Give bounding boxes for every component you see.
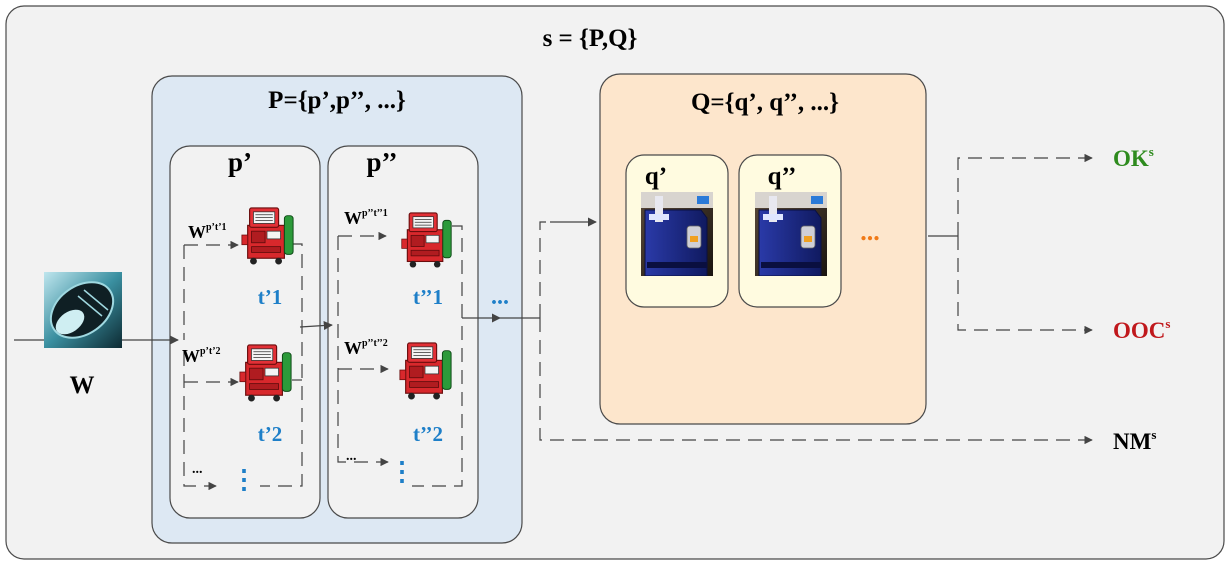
dashed-flow-lines (183, 153, 1093, 491)
output-ok: OKs (1113, 144, 1154, 171)
p-continuation-dots: ... (491, 284, 509, 310)
tool-label-2-1: t’’1 (413, 285, 443, 309)
more-wip-dots-1: ... (192, 462, 203, 477)
tool-label-2-2: t’’2 (413, 422, 443, 446)
stage-label-1: p’ (228, 147, 252, 177)
metrology-station-icon (755, 192, 827, 276)
output-ooc: OOCs (1113, 316, 1170, 343)
metrology-station-icon (641, 192, 713, 276)
more-tools-1: ⋮ (231, 465, 257, 494)
wip-label-2-2: Wp’’t’’2 (344, 338, 388, 358)
wip-label-2-1: Wp’’t’’1 (344, 208, 388, 228)
q-group-title: Q={q’, q’’, ...} (691, 89, 839, 116)
tool-label-1-2: t’2 (258, 422, 283, 446)
tool-label-1-1: t’1 (258, 285, 283, 309)
output-nm: NMs (1113, 427, 1156, 454)
wip-label-1-1: Wp’t’1 (188, 222, 227, 242)
stage-label-2: p’’ (367, 147, 398, 177)
p-group-title: P={p’,p’’, ...} (268, 87, 406, 114)
wafer-roll-icon (44, 272, 122, 348)
more-wip-dots-2: ... (346, 449, 357, 464)
outer-title: s = {P,Q} (543, 25, 638, 52)
station-label-2: q’’ (768, 163, 797, 190)
q-continuation-dots: ... (860, 217, 880, 246)
wip-label-1-2: Wp’t’2 (182, 346, 221, 366)
station-label-1: q’ (645, 163, 667, 190)
solid-flow-lines (14, 217, 958, 345)
input-label: W (70, 372, 95, 399)
more-tools-2: ⋮ (389, 457, 415, 486)
